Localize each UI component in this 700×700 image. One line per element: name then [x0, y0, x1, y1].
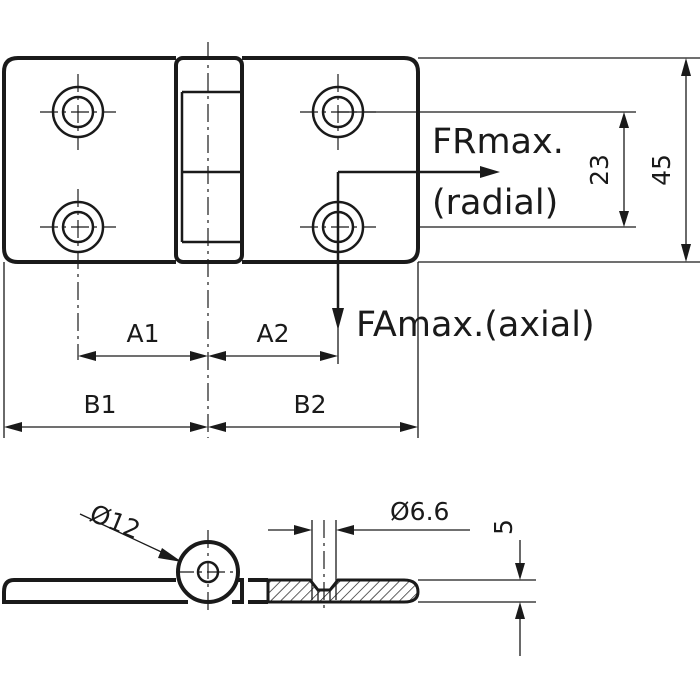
left-leaf-outline	[2, 56, 176, 264]
dimension-45-label: 45	[647, 154, 676, 186]
hinge-knuckle	[174, 56, 244, 264]
radial-force-arrow	[338, 166, 500, 178]
dimension-a2-label: A2	[256, 319, 289, 348]
dimension-23-label: 23	[585, 154, 614, 186]
hole-top-left	[40, 74, 116, 150]
right-leaf-outline	[242, 56, 420, 264]
hole-bottom-left	[40, 189, 116, 360]
dimension-dia-66-label: Ø6.6	[390, 497, 449, 526]
side-view: Ø12 Ø6.6 5	[2, 497, 536, 656]
dimension-a1-label: A1	[126, 319, 159, 348]
axial-force-label: FAmax.(axial)	[356, 305, 595, 345]
dimension-a1-a2	[78, 314, 339, 364]
dimension-thickness-5	[418, 540, 536, 656]
dimension-thickness-5-label: 5	[489, 519, 518, 535]
dimension-23	[338, 111, 636, 228]
dimension-b1-b2	[3, 262, 419, 438]
dimension-b2-label: B2	[293, 390, 326, 419]
radial-force-label-line1: FRmax.	[432, 122, 564, 162]
dimension-dia-66	[268, 520, 470, 600]
side-left-leaf	[2, 578, 188, 604]
top-view: 45 23 FRmax. (radial) FAmax.(axial)	[2, 42, 700, 438]
dimension-dia-12-label: Ø12	[86, 499, 145, 545]
side-right-leaf-section	[266, 578, 420, 604]
radial-force-label-line2: (radial)	[432, 183, 558, 223]
dimension-45	[418, 57, 700, 263]
dimension-dia-12-leader	[79, 513, 182, 562]
side-knuckle-lug	[232, 578, 244, 604]
dimension-b1-label: B1	[83, 390, 116, 419]
